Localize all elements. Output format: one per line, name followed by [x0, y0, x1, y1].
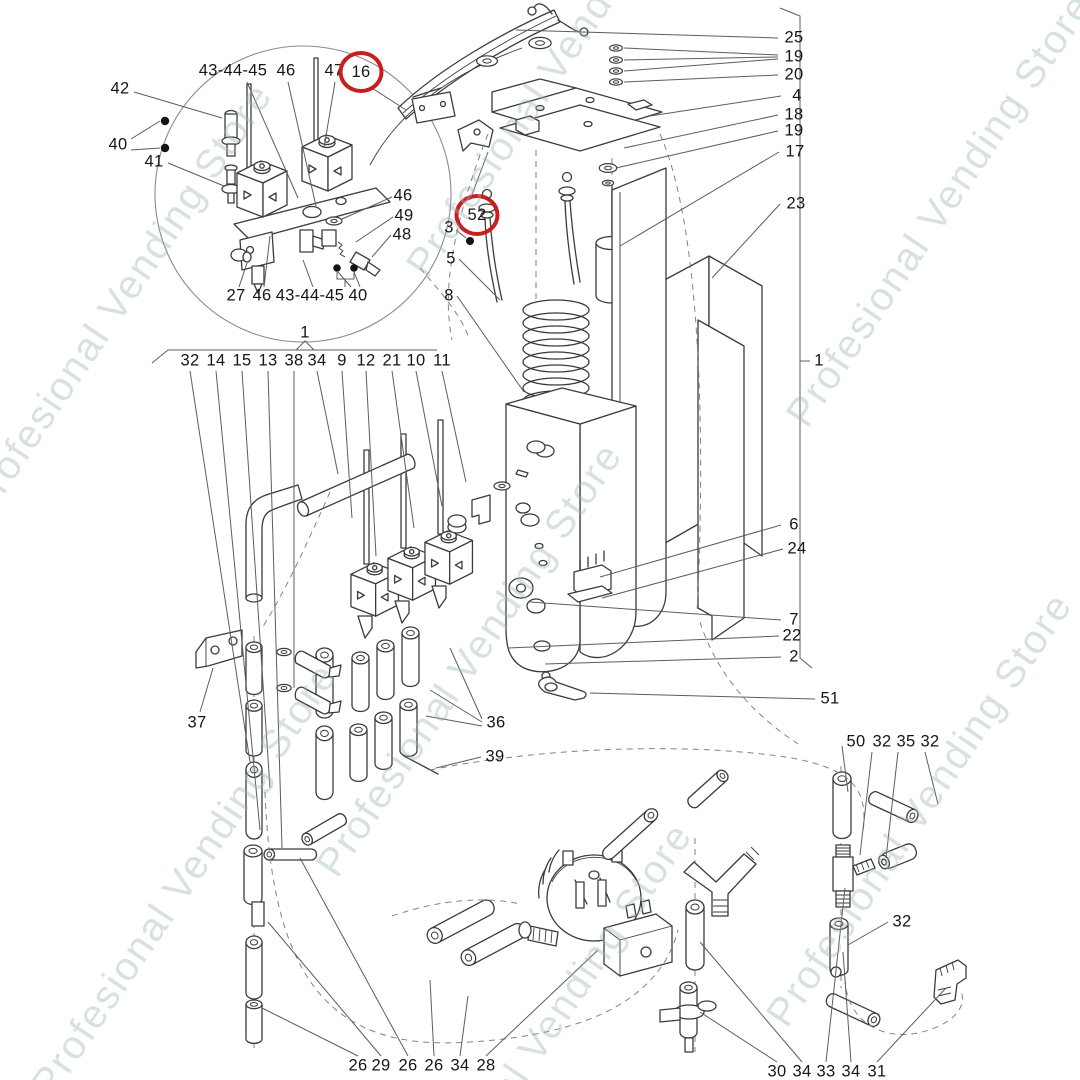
- valve-pin: [247, 84, 251, 168]
- dashed-flow-lines: [262, 134, 963, 1043]
- solenoid-valve: [424, 530, 474, 585]
- valve-pin: [364, 450, 369, 564]
- leader-lines: [131, 8, 946, 1062]
- valve-pin: [401, 434, 406, 548]
- elbow-31: [934, 960, 966, 1004]
- clip-51: [539, 677, 586, 700]
- gasket-18: [500, 105, 660, 151]
- mount-washer: [475, 55, 499, 67]
- nut: [601, 179, 615, 187]
- solenoid-valve: [301, 134, 353, 192]
- double-valve-assembly: [160, 58, 390, 293]
- valve-pin: [438, 420, 443, 534]
- tube-34c: [685, 899, 705, 971]
- tube-50: [832, 771, 852, 840]
- thermostat-block-6-24: [568, 551, 612, 602]
- tee-fitting-right: [833, 845, 875, 907]
- y-fitting-33: [599, 767, 759, 916]
- bracket-10: [472, 495, 490, 524]
- washer-19: [598, 162, 618, 174]
- group-bracket-1: [780, 8, 812, 668]
- pump-inlet: [528, 926, 558, 946]
- lever-bracket-52: [458, 120, 493, 151]
- washer-46: [325, 216, 343, 226]
- injector-42: [222, 111, 240, 204]
- nut-11: [493, 481, 511, 491]
- wall-bracket-37: [196, 630, 242, 668]
- pump-assembly: [519, 848, 672, 976]
- hose-clamps: [276, 647, 341, 713]
- tube-34: [299, 454, 415, 516]
- microswitch: [412, 88, 455, 123]
- boiler-tank-2: [506, 388, 636, 680]
- collar-35: [876, 842, 918, 871]
- screw-dot: [160, 116, 170, 126]
- pump-solenoid-valve: [604, 900, 672, 976]
- needle-39: [404, 756, 438, 774]
- cross-fitting-30: [660, 981, 716, 1052]
- solenoid-valve: [236, 160, 288, 218]
- tube-34b: [457, 920, 529, 969]
- triple-valve-assembly: [246, 420, 530, 638]
- screw-washer-stack-19-20: [609, 44, 623, 86]
- mount-washer: [527, 36, 553, 50]
- heating-element-8: [479, 173, 580, 303]
- valve-pin: [314, 58, 318, 142]
- valve-subassembly-circle: [155, 46, 451, 342]
- grommet: [509, 578, 533, 598]
- tee-fitting-29: [243, 844, 263, 906]
- left-tube-chain: [243, 641, 349, 1044]
- elbow-fitting-48: [322, 230, 380, 276]
- screw-dot: [160, 143, 170, 153]
- valve-manifold: [234, 188, 390, 240]
- top-plate-4: [492, 79, 662, 151]
